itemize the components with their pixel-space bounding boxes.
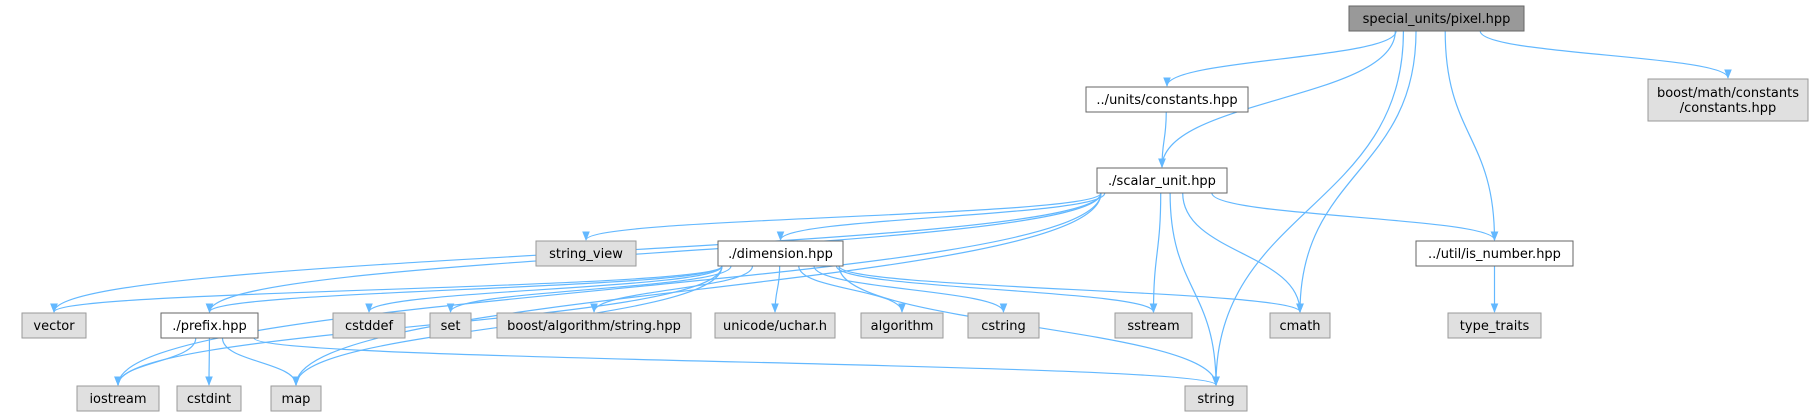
node-box-cstddef (332, 312, 406, 339)
edge-pixel-to-is_number (1444, 30, 1499, 241)
edge-dimension-to-cstring (813, 265, 1008, 313)
node-label-boost_string: boost/algorithm/string.hpp (507, 319, 681, 334)
node-string: string (1184, 385, 1248, 412)
node-label-string_view: string_view (549, 247, 623, 262)
node-box-scalar_unit (1096, 167, 1228, 194)
node-label-cstddef: cstddef (345, 319, 394, 334)
node-label-uchar: unicode/uchar.h (723, 319, 827, 334)
edge-dimension-to-sstream (835, 265, 1158, 313)
node-box-cstring (967, 312, 1040, 339)
node-box-algorithm (860, 312, 944, 339)
edge-prefix-to-string (253, 337, 1220, 386)
node-cstddef: cstddef (332, 312, 406, 339)
node-uchar: unicode/uchar.h (714, 312, 836, 339)
node-pixel[interactable]: special_units/pixel.hpp (1348, 5, 1525, 32)
node-box-units_constants (1085, 86, 1249, 113)
node-label-dimension: ./dimension.hpp (728, 247, 833, 262)
node-label-cmath: cmath (1279, 319, 1320, 334)
edge-pixel-to-cmath (1296, 30, 1417, 313)
node-iostream: iostream (76, 385, 160, 412)
edge-dimension-to-uchar (771, 265, 781, 313)
node-box-sstream (1114, 312, 1193, 339)
edge-dimension-to-cstddef (365, 265, 723, 313)
node-label-set: set (441, 319, 461, 334)
node-boost_string: boost/algorithm/string.hpp (496, 312, 692, 339)
edge-prefix-to-map (221, 337, 300, 386)
node-box-cmath (1269, 312, 1331, 339)
node-box-type_traits (1447, 312, 1542, 339)
node-algorithm: algorithm (860, 312, 944, 339)
node-box-boost_string (496, 312, 692, 339)
node-cstring: cstring (967, 312, 1040, 339)
edge-dimension-to-boost_string (590, 265, 754, 313)
edge-scalar_unit-to-iostream (114, 192, 1102, 386)
node-label-cstring: cstring (981, 319, 1025, 334)
node-label-units_constants: ../units/constants.hpp (1096, 93, 1237, 108)
node-sstream: sstream (1114, 312, 1193, 339)
edge-scalar_unit-to-string_view (582, 192, 1102, 241)
node-label-boost_constants: /constants.hpp (1680, 101, 1777, 116)
edge-dimension-to-set (446, 265, 732, 313)
node-label-boost_constants: boost/math/constants (1657, 86, 1799, 101)
edge-scalar_unit-to-is_number (1211, 192, 1499, 241)
nodes-layer: special_units/pixel.hpp ../units/constant… (21, 5, 1809, 412)
node-label-prefix: ./prefix.hpp (172, 319, 247, 334)
node-label-sstream: sstream (1127, 319, 1179, 334)
node-set: set (429, 312, 472, 339)
node-boost_constants: boost/math/constants/constants.hpp (1647, 78, 1809, 122)
node-units_constants[interactable]: ../units/constants.hpp (1085, 86, 1249, 113)
node-box-set (429, 312, 472, 339)
node-box-map (270, 385, 322, 412)
node-box-cstdint (176, 385, 242, 412)
node-label-pixel: special_units/pixel.hpp (1363, 12, 1511, 27)
node-box-is_number (1415, 240, 1574, 267)
edge-scalar_unit-to-sstream (1149, 192, 1162, 313)
node-box-uchar (714, 312, 836, 339)
node-box-dimension (717, 240, 844, 267)
edge-dimension-to-cmath (838, 265, 1304, 313)
node-cstdint: cstdint (176, 385, 242, 412)
node-label-iostream: iostream (89, 392, 146, 407)
node-box-iostream (76, 385, 160, 412)
node-label-scalar_unit: ./scalar_unit.hpp (1108, 174, 1216, 189)
edge-pixel-to-scalar_unit (1158, 30, 1396, 168)
node-is_number[interactable]: ../util/is_number.hpp (1415, 240, 1574, 267)
node-scalar_unit[interactable]: ./scalar_unit.hpp (1096, 167, 1228, 194)
edge-prefix-to-iostream (114, 337, 197, 386)
node-label-map: map (282, 392, 311, 407)
edge-pixel-to-boost_constants (1479, 30, 1732, 79)
edge-scalar_unit-to-map (292, 192, 1102, 386)
edge-dimension-to-prefix (205, 265, 723, 313)
node-box-string (1184, 385, 1248, 412)
node-box-pixel (1348, 5, 1525, 32)
node-box-vector (21, 312, 87, 339)
node-dimension[interactable]: ./dimension.hpp (717, 240, 844, 267)
node-string_view: string_view (535, 240, 637, 267)
edge-pixel-to-string (1212, 30, 1405, 386)
edge-scalar_unit-to-prefix (205, 192, 1102, 313)
node-prefix[interactable]: ./prefix.hpp (160, 312, 259, 339)
edge-units_constants-to-scalar_unit (1158, 111, 1167, 168)
edge-dimension-to-algorithm (798, 265, 906, 313)
node-map: map (270, 385, 322, 412)
edge-scalar_unit-to-cmath (1182, 192, 1304, 313)
node-box-string_view (535, 240, 637, 267)
node-type_traits: type_traits (1447, 312, 1542, 339)
node-label-string: string (1197, 392, 1234, 407)
node-cmath: cmath (1269, 312, 1331, 339)
node-label-type_traits: type_traits (1460, 319, 1530, 334)
node-label-algorithm: algorithm (871, 319, 934, 334)
node-box-prefix (160, 312, 259, 339)
node-vector: vector (21, 312, 87, 339)
node-label-vector: vector (33, 319, 75, 334)
node-label-cstdint: cstdint (187, 392, 231, 407)
edge-dimension-to-vector (50, 265, 723, 313)
node-box-boost_constants (1647, 78, 1809, 122)
node-label-is_number: ../util/is_number.hpp (1428, 247, 1561, 262)
edge-pixel-to-units_constants (1163, 30, 1397, 87)
edge-scalar_unit-to-string (1169, 192, 1220, 386)
edge-scalar_unit-to-dimension (776, 192, 1106, 241)
